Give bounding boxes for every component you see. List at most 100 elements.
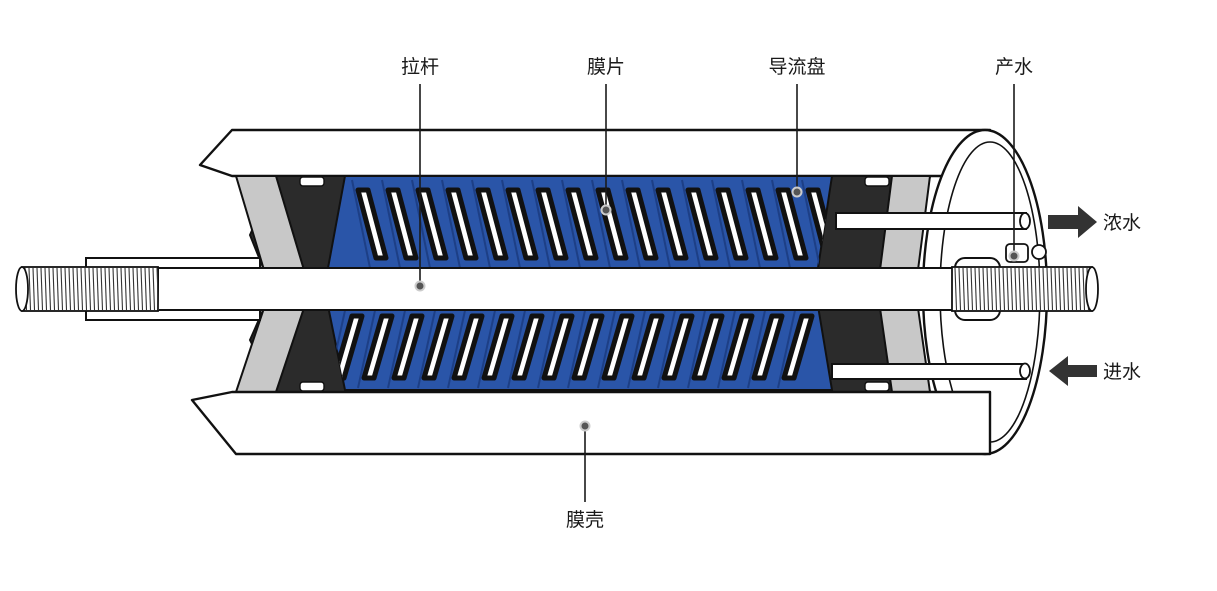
membrane-slot [451,313,485,381]
flow-disc-edge [681,179,701,268]
membrane-slot [331,313,365,381]
thread-line [72,267,76,311]
arrow-left-icon [1049,356,1097,386]
membrane-slot [685,187,719,261]
thread-line [116,267,120,311]
thread-line [132,267,136,311]
tie-rod [15,257,1099,321]
thread-line [994,267,998,311]
thread-line [1050,267,1054,311]
flow-disc-edge [597,306,617,389]
flow-disc-edge [747,306,767,389]
thread-line [1030,267,1034,311]
label-membrane-sheet: 膜片 [587,56,625,78]
flow-disc-edge [417,306,437,389]
flow-disc-edge [717,306,737,389]
thread-line [68,267,72,311]
membrane-slot [541,313,575,381]
membrane-slot [481,313,515,381]
flow-disc-edge [627,306,647,389]
thread-line [1018,267,1022,311]
thread-line [84,267,88,311]
label-membrane-shell: 膜壳 [566,509,604,531]
thread-line [152,267,156,311]
flow-disc-edge [621,179,641,268]
thread-line [962,267,966,311]
membrane-stack [326,175,834,391]
membrane-slot [721,313,755,381]
thread-line [40,267,44,311]
thread-line [28,267,32,311]
thread-line [1042,267,1046,311]
thread-line [1070,267,1074,311]
thread-line [1046,267,1050,311]
thread-line [80,267,84,311]
feed-pipe [831,362,1031,380]
membrane-slot [535,187,569,261]
thread-line [1058,267,1062,311]
membrane-slot [751,313,785,381]
thread-line [1054,267,1058,311]
thread-line [974,267,978,311]
thread-line [44,267,48,311]
thread-line [112,267,116,311]
flow-disc-edge [591,179,611,268]
thread-line [986,267,990,311]
thread-line [144,267,148,311]
flow-disc-edge [741,179,761,268]
flow-disc-edge [531,179,551,268]
membrane-slot [505,187,539,261]
thread-line [1010,267,1014,311]
thread-line [108,267,112,311]
shell-upper [198,128,992,178]
thread-line [1066,267,1070,311]
thread-line [958,267,962,311]
membrane-slot [391,313,425,381]
flow-disc-edge [651,179,671,268]
retaining-tabs [299,176,890,392]
membrane-slot [415,187,449,261]
membrane-slot [631,313,665,381]
membrane-slot [775,187,809,261]
shell-lower [190,390,992,456]
flow-disc-edge [771,179,791,268]
flow-disc-edge [441,179,461,268]
membrane-slot [715,187,749,261]
membrane-slot [781,313,815,381]
flow-disc-edge [501,179,521,268]
thread-line [1038,267,1042,311]
thread-line [998,267,1002,311]
thread-line [88,267,92,311]
flow-disc-edge [687,306,707,389]
flow-disc-edge [387,306,407,389]
thread-line [76,267,80,311]
membrane-slot [691,313,725,381]
flow-disc-edge [507,306,527,389]
membrane-slot [601,313,635,381]
thread-line [156,267,160,311]
thread-line [120,267,124,311]
flow-disc-edge [471,179,491,268]
thread-line [104,267,108,311]
flow-disc-edge [477,306,497,389]
label-permeate: 产水 [995,56,1033,78]
leaders [414,84,1020,502]
thread-line [1062,267,1066,311]
membrane-slot [445,187,479,261]
thread-line [92,267,96,311]
thread-line [954,267,958,311]
membrane-slot [385,187,419,261]
flow-disc-edge [777,306,797,389]
thread-line [1022,267,1026,311]
flow-disc-edge [711,179,731,268]
thread-line [1074,267,1078,311]
flow-disc-edge [561,179,581,268]
membrane-slot [745,187,779,261]
flow-disc-edge [351,179,371,268]
flow-disc-edge [801,179,821,268]
label-feed: 进水 [1103,361,1141,383]
flow-disc-edge [567,306,587,389]
thread-line [124,267,128,311]
membrane-slot [571,313,605,381]
